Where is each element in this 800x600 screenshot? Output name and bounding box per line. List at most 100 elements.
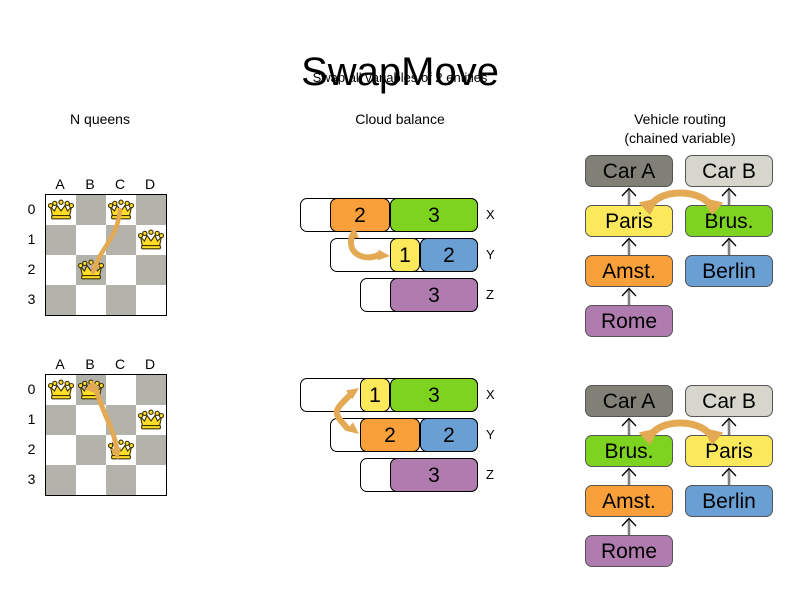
board-row-header: 0 (27, 201, 36, 217)
board-cell[interactable] (46, 405, 76, 435)
cloud-process-segment[interactable]: 3 (390, 278, 478, 312)
board-cell[interactable] (136, 375, 166, 405)
board-cell[interactable] (136, 255, 166, 285)
board-cell[interactable] (106, 465, 136, 495)
board-row-header: 3 (27, 291, 36, 307)
board-cell[interactable] (76, 225, 106, 255)
board-cell[interactable] (46, 375, 76, 405)
cloud-bar-row[interactable]: 3 (360, 278, 478, 312)
board-cell[interactable] (46, 225, 76, 255)
section-title-cloudbalance: Cloud balance (355, 111, 445, 127)
vr-node[interactable]: Amst. (585, 485, 673, 517)
board-cell[interactable] (46, 465, 76, 495)
cloud-process-segment[interactable]: 2 (420, 418, 478, 452)
vr-node[interactable]: Rome (585, 305, 673, 337)
board-row-header: 1 (27, 411, 36, 427)
vr-chain-arrow (721, 467, 737, 485)
vr-node[interactable]: Berlin (685, 485, 773, 517)
board-row-header: 1 (27, 231, 36, 247)
cloud-process-segment[interactable]: 1 (360, 378, 390, 412)
vr-swap-arrow (639, 189, 723, 215)
cloud-computer-label: X (486, 207, 495, 222)
board-grid[interactable] (45, 194, 167, 316)
cloud-computer-label: X (486, 387, 495, 402)
vr-node[interactable]: Paris (685, 435, 773, 467)
board-cell[interactable] (46, 285, 76, 315)
vr-swap-arrow (639, 419, 723, 445)
section-title-nqueens: N queens (70, 111, 130, 127)
vr-chain-arrow (621, 237, 637, 255)
board-column-header: C (114, 356, 126, 372)
cloud-process-segment[interactable]: 3 (390, 378, 478, 412)
vr-node[interactable]: Paris (585, 205, 673, 237)
vr-chain-arrow (621, 417, 637, 435)
cloud-process-segment[interactable]: 2 (330, 198, 390, 232)
board-cell[interactable] (76, 255, 106, 285)
board-cell[interactable] (106, 225, 136, 255)
board-cell[interactable] (136, 195, 166, 225)
vr-node[interactable]: Amst. (585, 255, 673, 287)
vr-node[interactable]: Berlin (685, 255, 773, 287)
cloud-process-segment[interactable]: 3 (390, 198, 478, 232)
board-cell[interactable] (46, 255, 76, 285)
board-column-header: C (114, 176, 126, 192)
board-cell[interactable] (136, 405, 166, 435)
board-cell[interactable] (106, 195, 136, 225)
page-subtitle: Swap all variables of 2 entities (312, 70, 488, 85)
board-cell[interactable] (136, 435, 166, 465)
cloud-computer-label: Z (486, 467, 494, 482)
cloud-process-segment[interactable]: 2 (360, 418, 420, 452)
vr-chain-arrow (721, 237, 737, 255)
board-cell[interactable] (76, 195, 106, 225)
cloud-process-segment[interactable]: 3 (390, 458, 478, 492)
board-cell[interactable] (106, 435, 136, 465)
board-cell[interactable] (136, 225, 166, 255)
vr-chain-arrow (621, 287, 637, 305)
board-column-header: A (55, 176, 65, 192)
board-column-header: A (55, 356, 65, 372)
cloud-computer-label: Y (486, 247, 495, 262)
board-row-header: 2 (27, 261, 36, 277)
vr-chain-arrow (721, 417, 737, 435)
vr-node[interactable]: Car A (585, 155, 673, 187)
board-cell[interactable] (106, 255, 136, 285)
board-row-header: 0 (27, 381, 36, 397)
board-cell[interactable] (76, 285, 106, 315)
board-cell[interactable] (76, 375, 106, 405)
board-cell[interactable] (76, 405, 106, 435)
board-cell[interactable] (76, 435, 106, 465)
cloud-process-segment[interactable]: 2 (420, 238, 478, 272)
board-cell[interactable] (136, 285, 166, 315)
cloud-bar-row[interactable]: 3 (360, 458, 478, 492)
vr-node[interactable]: Car A (585, 385, 673, 417)
board-cell[interactable] (136, 465, 166, 495)
vr-node[interactable]: Brus. (685, 205, 773, 237)
board-cell[interactable] (46, 435, 76, 465)
board-cell[interactable] (106, 375, 136, 405)
cloud-process-segment[interactable]: 1 (390, 238, 420, 272)
board-cell[interactable] (106, 285, 136, 315)
cloud-computer-label: Z (486, 287, 494, 302)
vr-node[interactable]: Car B (685, 385, 773, 417)
board-column-header: D (144, 356, 156, 372)
cloud-computer-label: Y (486, 427, 495, 442)
vr-node[interactable]: Rome (585, 535, 673, 567)
board-cell[interactable] (76, 465, 106, 495)
vr-chain-arrow (621, 187, 637, 205)
board-cell[interactable] (106, 405, 136, 435)
vr-node[interactable]: Brus. (585, 435, 673, 467)
board-grid[interactable] (45, 374, 167, 496)
vr-node[interactable]: Car B (685, 155, 773, 187)
board-column-header: B (85, 176, 95, 192)
board-cell[interactable] (46, 195, 76, 225)
